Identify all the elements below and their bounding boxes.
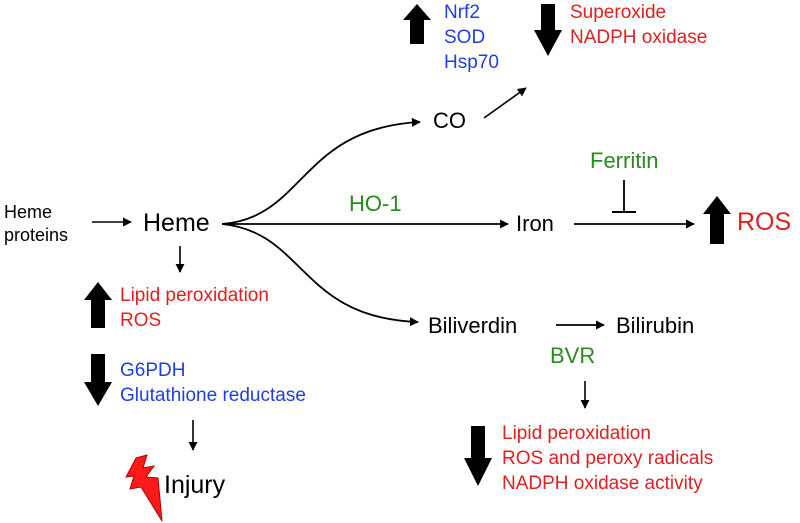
bilirubin-down-item: NADPH oxidase activity xyxy=(502,473,703,494)
co-node: CO xyxy=(433,108,466,133)
ferritin-enzyme-label: Ferritin xyxy=(590,148,659,173)
co-down-item: NADPH oxidase xyxy=(570,27,708,48)
ros-node: ROS xyxy=(737,208,792,236)
co-upregulated-list: Nrf2 SOD Hsp70 xyxy=(444,0,499,75)
heme-proteins-label: Heme proteins xyxy=(4,201,68,247)
heme-down-item: Glutathione reductase xyxy=(120,385,306,406)
co-up-item: Nrf2 xyxy=(444,2,480,23)
bvr-enzyme-label: BVR xyxy=(550,343,596,368)
up-arrow-icon xyxy=(703,196,731,244)
down-arrow-icon xyxy=(84,354,112,406)
co-downregulated-list: Superoxide NADPH oxidase xyxy=(570,0,707,50)
lightning-bolt-icon xyxy=(125,454,163,522)
heme-up-item: ROS xyxy=(120,310,162,331)
up-arrow-icon xyxy=(84,282,112,328)
co-up-item: SOD xyxy=(444,27,486,48)
bilirubin-downregulated-list: Lipid peroxidation ROS and peroxy radica… xyxy=(502,421,713,496)
heme-node: Heme xyxy=(143,209,210,237)
heme-up-item: Lipid peroxidation xyxy=(120,285,269,306)
arrow-heme-to-biliverdin xyxy=(221,223,419,327)
heme-proteins-line-1: Heme xyxy=(4,202,53,222)
arrow-co-to-effects xyxy=(483,87,527,119)
heme-upregulated-list: Lipid peroxidation ROS xyxy=(120,283,269,333)
bilirubin-down-item: Lipid peroxidation xyxy=(502,423,651,444)
heme-downregulated-list: G6PDH Glutathione reductase xyxy=(120,358,306,408)
biliverdin-node: Biliverdin xyxy=(428,313,518,338)
heme-down-item: G6PDH xyxy=(120,360,186,381)
co-down-item: Superoxide xyxy=(570,2,667,23)
injury-node: Injury xyxy=(164,471,226,499)
ho1-enzyme-label: HO-1 xyxy=(349,191,402,216)
bilirubin-node: Bilirubin xyxy=(616,313,695,338)
heme-proteins-line-2: proteins xyxy=(4,225,69,245)
up-arrow-icon xyxy=(403,4,431,44)
iron-node: Iron xyxy=(516,211,554,236)
bilirubin-down-item: ROS and peroxy radicals xyxy=(502,448,714,469)
down-arrow-icon xyxy=(464,426,492,486)
co-up-item: Hsp70 xyxy=(444,52,499,73)
arrow-heme-to-co xyxy=(221,117,421,225)
down-arrow-icon xyxy=(534,4,562,56)
